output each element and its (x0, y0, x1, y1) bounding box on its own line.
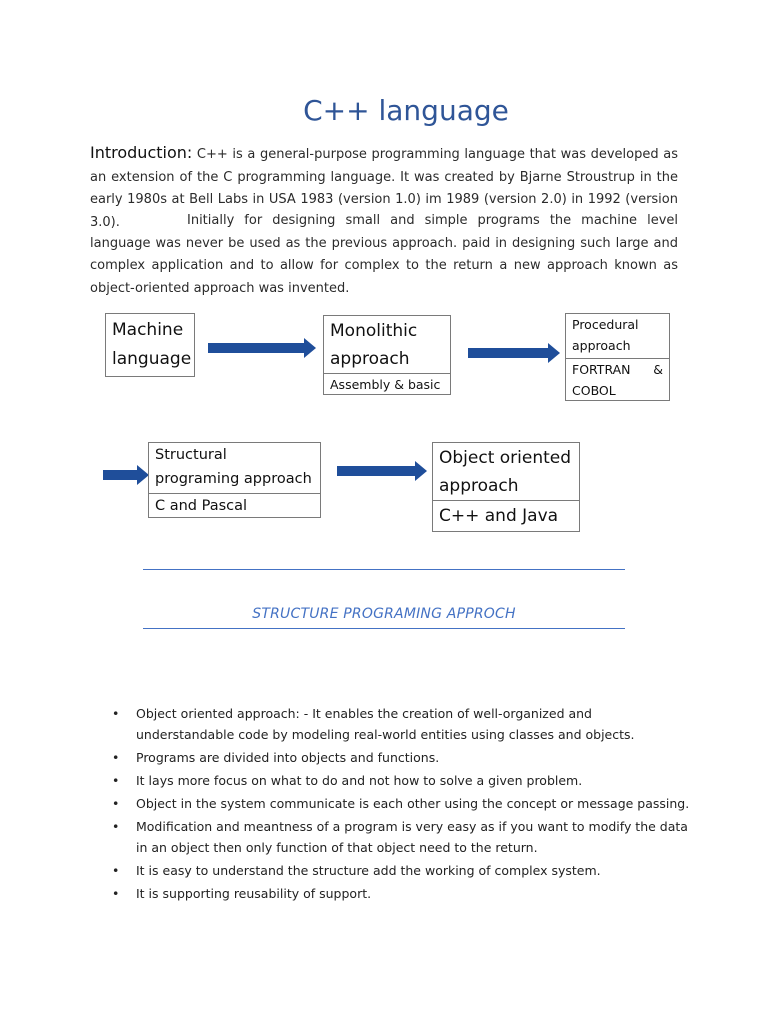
list-item: •Programs are divided into objects and f… (112, 747, 692, 768)
page-title: C++ language (303, 94, 509, 127)
oop-box: Object oriented approach C++ and Java (432, 442, 580, 532)
list-item: •It is supporting reusability of support… (112, 883, 692, 904)
bullet-icon: • (112, 886, 120, 901)
heading-rule-bottom (143, 628, 625, 629)
arrow-3 (103, 465, 149, 485)
intro-label: Introduction: (90, 143, 193, 162)
list-item: •Object in the system communicate is eac… (112, 793, 692, 814)
machine-language-label: Machine language (112, 320, 192, 369)
bullet-icon: • (112, 819, 120, 834)
arrow-4 (337, 461, 427, 481)
structural-box: Structural programing approach C and Pas… (148, 442, 321, 518)
arrow-1 (208, 338, 316, 358)
bullet-icon: • (112, 796, 120, 811)
oop-label: Object oriented approach (439, 448, 572, 496)
monolithic-box: Monolithic approach Assembly & basic (323, 315, 451, 395)
intro-para2-text: Initially for designing small and simple… (90, 213, 678, 296)
bullet-icon: • (112, 750, 120, 765)
list-item: •Object oriented approach: - It enables … (112, 703, 692, 745)
machine-language-box: Machine language (105, 313, 195, 377)
list-item: •Modification and meantness of a program… (112, 816, 692, 858)
procedural-box: Procedural approach FORTRAN & COBOL (565, 313, 670, 401)
bullet-icon: • (112, 773, 120, 788)
bullet-list: •Object oriented approach: - It enables … (112, 703, 692, 906)
bullet-icon: • (112, 706, 120, 721)
section-heading: STRUCTURE PROGRAMING APPROCH (252, 606, 516, 622)
procedural-sub-label: FORTRAN & COBOL (566, 358, 669, 401)
oop-sub-label: C++ and Java (433, 500, 579, 531)
bullet-icon: • (112, 863, 120, 878)
heading-rule-top (143, 569, 625, 570)
monolithic-sub-label: Assembly & basic (324, 373, 450, 395)
structural-sub-label: C and Pascal (149, 493, 320, 518)
arrow-2 (468, 343, 560, 363)
intro-paragraph: Introduction: C++ is a general-purpose p… (90, 142, 678, 234)
monolithic-label: Monolithic approach (330, 321, 418, 369)
intro-paragraph-2: Initially for designing small and simple… (90, 210, 678, 300)
structural-label: Structural programing approach (155, 447, 312, 487)
procedural-label: Procedural approach (572, 317, 639, 353)
intro-text: C++ is a general-purpose programming lan… (90, 147, 678, 230)
list-item: •It lays more focus on what to do and no… (112, 770, 692, 791)
list-item: •It is easy to understand the structure … (112, 860, 692, 881)
